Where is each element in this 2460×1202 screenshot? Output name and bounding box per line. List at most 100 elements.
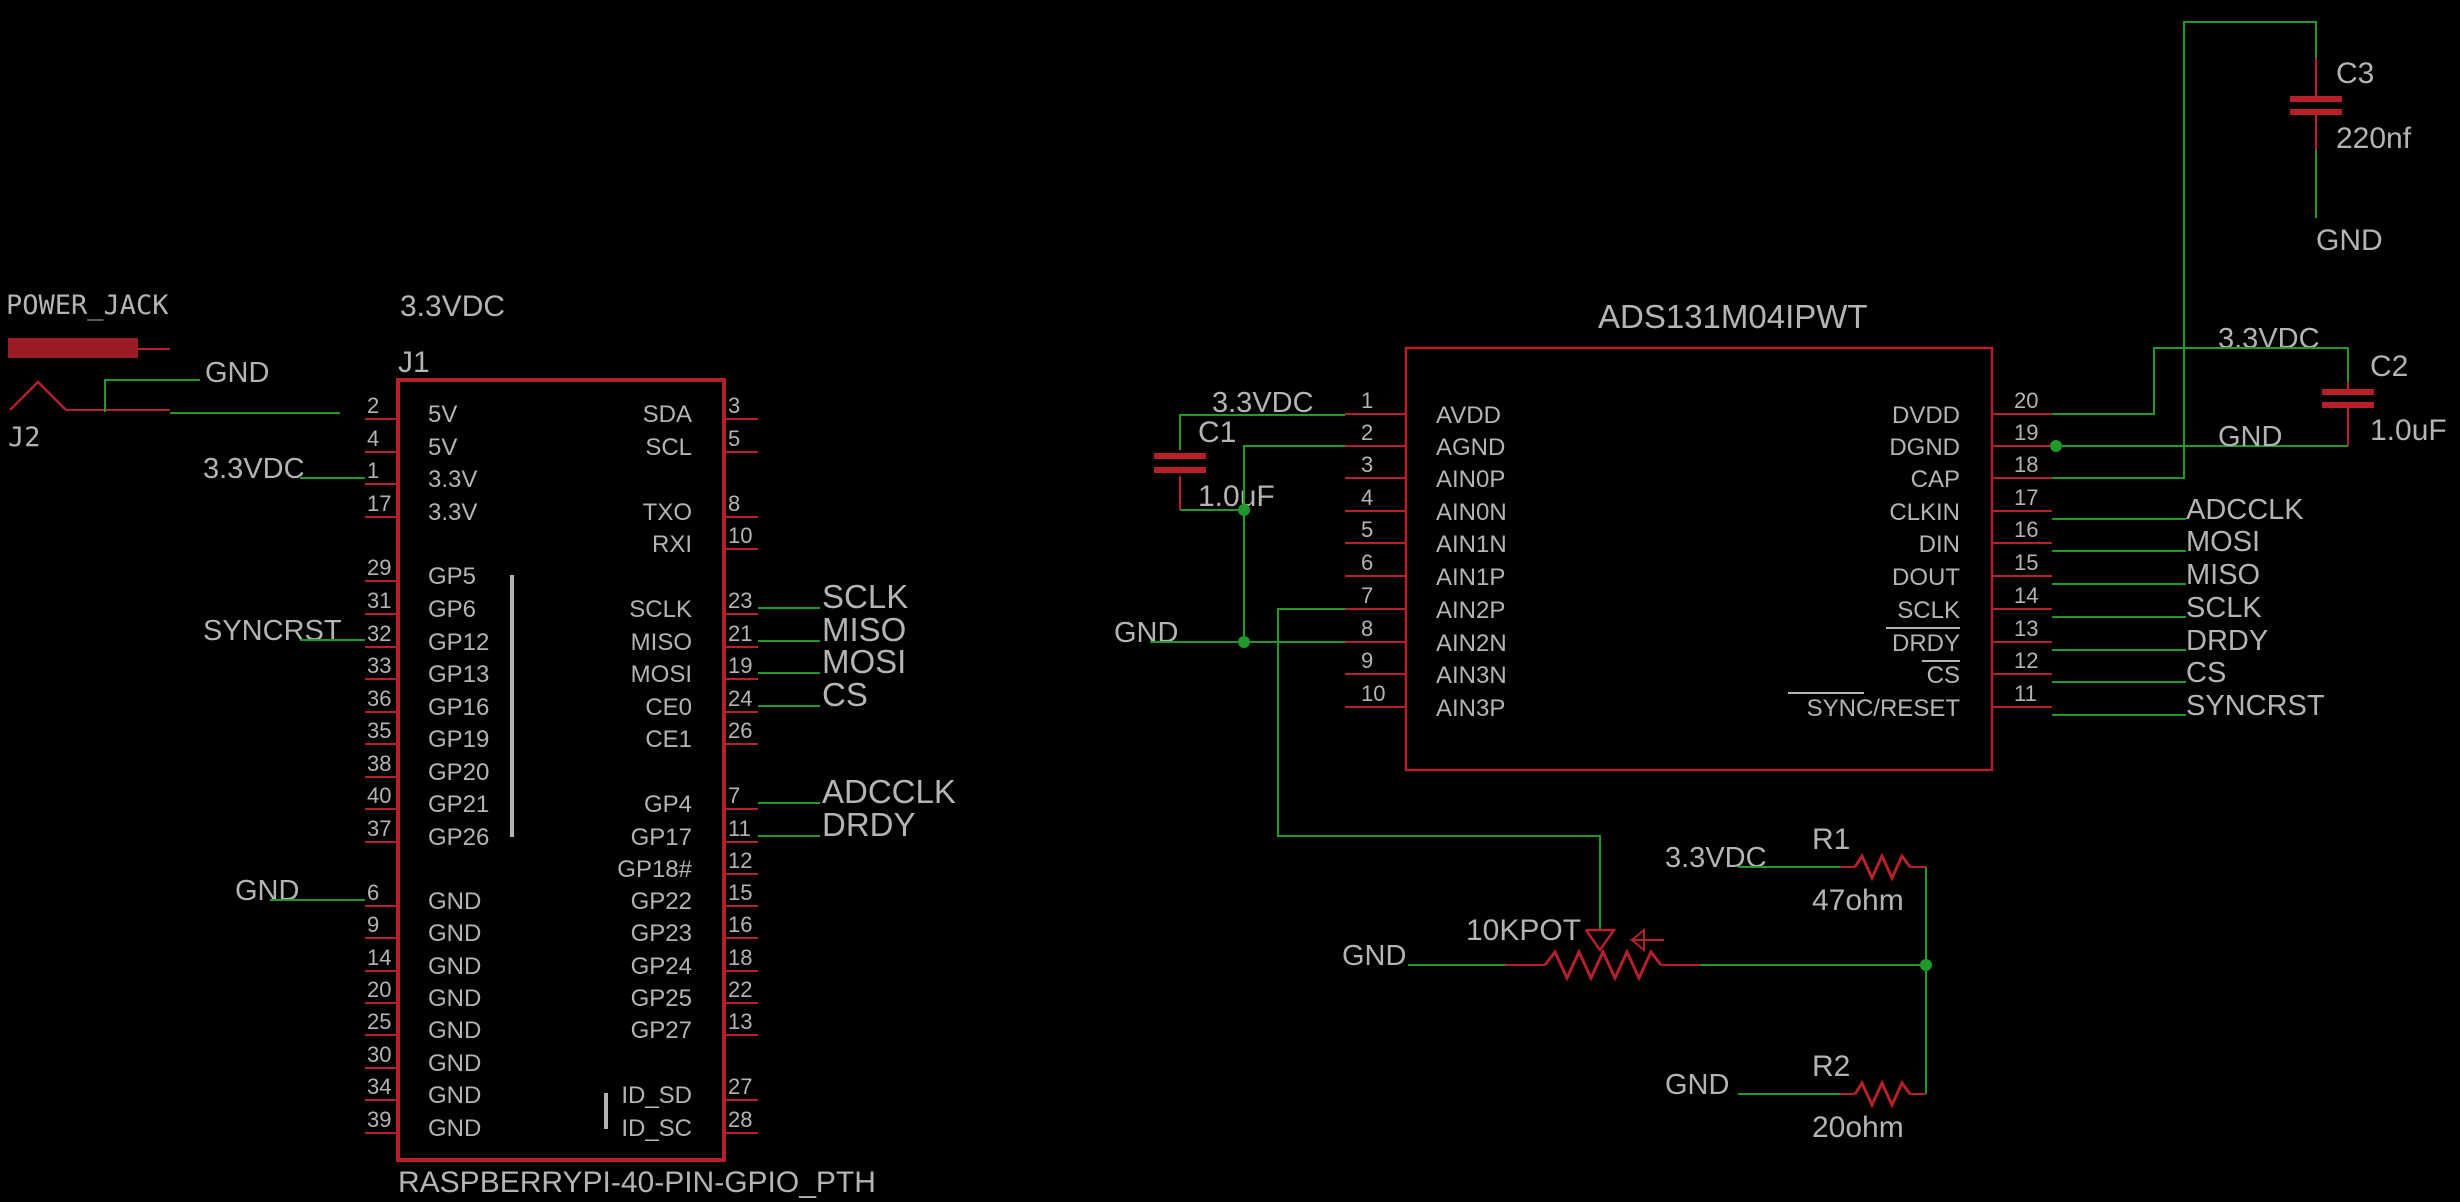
rpi-pin-number: 15	[728, 880, 752, 905]
adc-right-pins: 20DVDD19DGND18CAP17CLKIN16DIN15DOUT14SCL…	[1807, 388, 2052, 722]
adc-pin-name: CLKIN	[1889, 499, 1960, 526]
rpi-pin-number: 40	[367, 783, 391, 808]
adc-pin-number: 12	[2014, 648, 2038, 673]
rpi-body	[396, 378, 726, 1162]
rpi-pin-name: GND	[428, 1050, 481, 1077]
adc-part-name: ADS131M04IPWT	[1598, 298, 1868, 335]
net-label-rpi-adcclk: ADCCLK	[822, 773, 956, 810]
adc-pin-name: DRDY	[1892, 630, 1960, 657]
pot-arrow	[1629, 927, 1664, 953]
adc-pin-number: 13	[2014, 616, 2038, 641]
rpi-ref: J1	[398, 346, 430, 379]
rpi-pin-number: 14	[367, 945, 391, 970]
rpi-pin-number: 16	[728, 912, 752, 937]
net-label-adc-adcclk: ADCCLK	[2186, 494, 2304, 526]
rpi-pin-number: 10	[728, 523, 752, 548]
power-jack-ref: J2	[8, 422, 41, 453]
rpi-pin-name: GP23	[631, 920, 692, 947]
net-label-adc-drdy: DRDY	[2186, 625, 2268, 657]
rpi-pin-number: 22	[728, 977, 752, 1002]
power-jack-symbol: POWER_JACK J2	[6, 290, 170, 453]
rpi-pin-name: GP4	[644, 791, 692, 818]
power-jack-body	[8, 338, 138, 358]
rpi-pin-number: 32	[367, 621, 391, 646]
net-label-rpi-syncrst: SYNCRST	[203, 615, 342, 647]
rpi-pin-name: SDA	[643, 401, 692, 428]
rpi-pin-name: GND	[428, 920, 481, 947]
adc-pin-number: 11	[2014, 681, 2037, 706]
rpi-pin-name: ID_SD	[621, 1082, 692, 1109]
net-label-pot-gnd: GND	[1342, 940, 1406, 972]
wire-avdd-c1	[1179, 414, 1345, 450]
rpi-pin-name: GND	[428, 1017, 481, 1044]
adc-pin-name: AIN0N	[1436, 499, 1507, 526]
rpi-pin-name: GND	[428, 888, 481, 915]
c1-value: 1.0uF	[1198, 480, 1275, 513]
c3-value: 220nf	[2336, 122, 2412, 155]
adc-pin-number: 8	[1361, 616, 1373, 641]
wire-ain2p-pot	[1277, 608, 1601, 930]
adc-pin-number: 3	[1361, 452, 1373, 477]
rpi-pin-name: GP13	[428, 661, 489, 688]
rpi-pin-name: ID_SC	[621, 1115, 692, 1142]
rpi-pin-number: 17	[367, 491, 391, 516]
c2-value: 1.0uF	[2370, 414, 2447, 447]
rpi-pin-number: 9	[367, 912, 379, 937]
rpi-pin-name: SCL	[645, 434, 692, 461]
rpi-pin-name: GP26	[428, 824, 489, 851]
adc-pin-name: AIN1N	[1436, 531, 1507, 558]
rpi-pin-number: 7	[728, 783, 740, 808]
adc-pin-name: AIN1P	[1436, 564, 1505, 591]
rpi-right-pins: 3SDA5SCL8TXO10RXI23SCLK21MISO19MOSI24CE0…	[617, 393, 758, 1142]
net-label-adc-cs: CS	[2186, 657, 2226, 689]
rpi-pin-number: 31	[367, 588, 391, 613]
adc-pin-name: AGND	[1436, 434, 1505, 461]
pot-value: 10KPOT	[1466, 914, 1581, 947]
rpi-pin-name: 3.3V	[428, 466, 477, 493]
rpi-pin-number: 12	[728, 848, 752, 873]
rpi-pin-name: GP24	[631, 953, 692, 980]
rpi-pin-number: 24	[728, 686, 752, 711]
capacitor-c2: C2 1.0uF	[2322, 350, 2447, 447]
rpi-pin-number: 25	[367, 1009, 391, 1034]
wire-dvdd-c2	[2052, 347, 2349, 415]
adc-pin-name: AVDD	[1436, 402, 1501, 429]
rpi-pin-right-16: 16 GP23	[631, 912, 758, 947]
net-label-c2-gnd: GND	[2218, 421, 2282, 453]
r2-ref: R2	[1812, 1050, 1850, 1083]
net-label-rpi-cs: CS	[822, 676, 868, 713]
resistor-r2: R2 20ohm	[1812, 1050, 1926, 1144]
adc-pin-number: 9	[1361, 648, 1373, 673]
net-label-r1: 3.3VDC	[1665, 842, 1767, 874]
adc-pin-number: 5	[1361, 517, 1373, 542]
adc-pin-name: DIN	[1919, 531, 1960, 558]
adc-pin-number: 6	[1361, 550, 1373, 575]
rpi-pin-name: GP17	[631, 824, 692, 851]
net-label-rpi-sclk: SCLK	[822, 578, 908, 615]
capacitor-c1: C1 1.0uF	[1154, 416, 1275, 513]
r2-value: 20ohm	[1812, 1111, 1904, 1144]
rpi-pin-name: GP12	[428, 629, 489, 656]
rpi-pin-name: GP27	[631, 1017, 692, 1044]
